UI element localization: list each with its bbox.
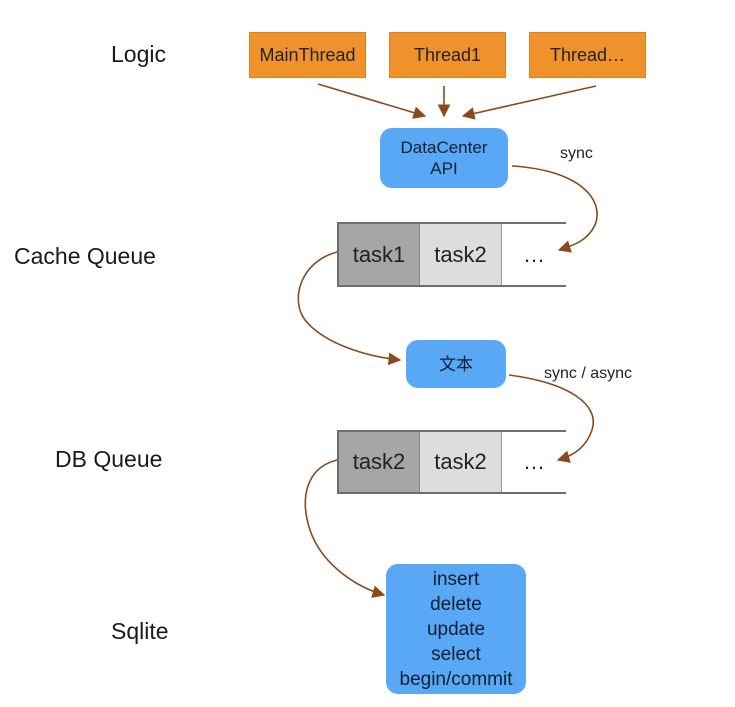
sqlite-op: select (431, 643, 481, 665)
db-queue-top-border (337, 430, 566, 432)
cache-queue-cell: task1 (339, 224, 420, 285)
thread-box-1: Thread1 (389, 32, 506, 78)
arrow-more-to-api (461, 85, 597, 120)
cache-queue-cell: task2 (420, 224, 502, 285)
sqlite-op: update (426, 618, 486, 640)
thread-box-main: MainThread (249, 32, 366, 78)
datacenter-line1: DataCenter (400, 138, 488, 157)
datacenter-line2: API (430, 159, 458, 178)
arrow-api-to-cache-queue (511, 165, 598, 253)
arrow-main-to-api (317, 83, 427, 119)
datacenter-api-box: DataCenter API (380, 128, 508, 188)
thread-box-more: Thread… (529, 32, 646, 78)
sqlite-op: delete (430, 593, 482, 615)
sync-async-label: sync / async (544, 365, 633, 382)
db-queue-left-border (337, 430, 339, 494)
middle-box: 文本 (406, 340, 506, 388)
sqlite-op: begin/commit (399, 668, 513, 690)
sqlite-ops-box: insert delete update select begin/commit (386, 564, 526, 694)
arrow-middle-to-db-queue (508, 374, 595, 463)
sync-label: sync (560, 145, 593, 162)
sqlite-label: Sqlite (111, 618, 169, 644)
cache-queue-label: Cache Queue (14, 243, 156, 269)
cache-queue-bottom-border (337, 285, 566, 287)
db-queue-cell: task2 (339, 432, 420, 492)
cache-queue-left-border (337, 222, 339, 287)
db-queue-label: DB Queue (55, 446, 163, 472)
sqlite-op: insert (432, 568, 480, 590)
db-queue-cell: … (502, 432, 566, 492)
arrow-cache-to-middle (297, 251, 402, 366)
cache-queue-top-border (337, 222, 566, 224)
cache-queue-cell: … (502, 224, 566, 285)
db-queue-bottom-border (337, 492, 566, 494)
middle-box-label: 文本 (439, 354, 473, 374)
db-queue-cell: task2 (420, 432, 502, 492)
logic-label: Logic (111, 41, 166, 67)
arrow-db-to-sqlite (304, 459, 386, 598)
